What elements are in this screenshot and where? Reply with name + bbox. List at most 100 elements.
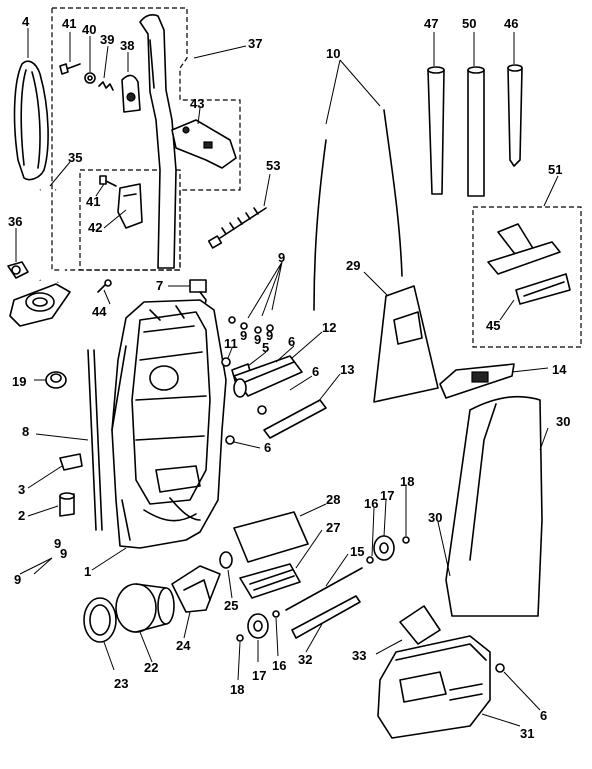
callout-6: 6	[264, 440, 271, 455]
rod-part-32	[291, 595, 361, 639]
callout-6: 6	[312, 364, 319, 379]
washer-part-16-lower	[272, 610, 280, 618]
screw-part-41-top	[59, 63, 81, 75]
callout-15: 15	[350, 544, 364, 559]
roller-part-12	[233, 355, 303, 398]
panel-part-29	[373, 285, 439, 403]
filter-part-33	[399, 605, 441, 645]
callout-25: 25	[224, 598, 238, 613]
clip-part-36	[7, 261, 29, 279]
callout-9: 9	[278, 250, 285, 265]
callout-17: 17	[252, 668, 266, 683]
cap-part-3	[59, 453, 83, 471]
base-part-31	[377, 635, 491, 739]
callout-18: 18	[230, 682, 244, 697]
callout-3: 3	[18, 482, 25, 497]
bolt-part-53	[207, 207, 267, 249]
callout-53: 53	[266, 158, 280, 173]
callout-39: 39	[100, 32, 114, 47]
callout-30: 30	[556, 414, 570, 429]
callout-11: 11	[224, 336, 238, 351]
callout-17: 17	[380, 488, 394, 503]
callout-29: 29	[346, 258, 360, 273]
upholstery-tool-part-51	[487, 223, 561, 275]
brush-part-45	[515, 273, 571, 305]
callout-6: 6	[540, 708, 547, 723]
callout-44: 44	[92, 304, 107, 319]
small-nine-mark: 9	[240, 328, 247, 343]
callout-40: 40	[82, 22, 96, 37]
callout-labels: 4 41 40 39 38 37 47 50 46 10 35 43 53 51…	[8, 14, 570, 741]
clip-part-42	[117, 183, 143, 229]
screw-part-41-lower	[99, 175, 117, 187]
callout-2: 2	[18, 508, 25, 523]
hook-part-43	[171, 119, 237, 169]
hose-part-35	[9, 187, 72, 327]
crevice-tool-part-46	[507, 64, 523, 167]
small-nine-mark: 9	[266, 328, 273, 343]
callout-9: 9	[14, 572, 21, 587]
leader-lines	[15, 28, 559, 727]
callout-37: 37	[248, 36, 262, 51]
callout-14: 14	[552, 362, 567, 377]
callout-13: 13	[340, 362, 354, 377]
rod-part-8	[87, 349, 103, 531]
callout-16: 16	[272, 658, 286, 673]
callout-24: 24	[176, 638, 191, 653]
callout-19: 19	[12, 374, 26, 389]
callout-30: 30	[428, 510, 442, 525]
callout-33: 33	[352, 648, 366, 663]
clip-part-18-lower	[236, 634, 244, 642]
latch-part-38	[121, 74, 141, 113]
callout-31: 31	[520, 726, 534, 741]
callout-36: 36	[8, 214, 22, 229]
spring-part-39	[98, 81, 114, 91]
callout-23: 23	[114, 676, 128, 691]
small-nine-mark: 9	[254, 332, 261, 347]
callout-6: 6	[288, 334, 295, 349]
ring-part-25	[219, 551, 233, 569]
knob-part-2	[59, 492, 75, 517]
screw-part-6-d	[495, 663, 505, 673]
wand-part-50	[467, 66, 485, 197]
callout-38: 38	[120, 38, 134, 53]
ring-part-23	[83, 597, 117, 643]
body-housing-part-1	[111, 299, 227, 549]
axle-part-15	[285, 567, 363, 611]
callout-5: 5	[262, 340, 269, 355]
screw-part-6-b	[225, 435, 235, 445]
callout-8: 8	[22, 424, 29, 439]
small-nine-mark: 9	[54, 536, 61, 551]
rod-part-13	[263, 399, 327, 439]
screw-part-44	[97, 279, 112, 293]
callout-12: 12	[322, 320, 336, 335]
callout-43: 43	[190, 96, 204, 111]
belt-part-4	[13, 60, 49, 181]
wheel-part-17-upper	[373, 535, 395, 561]
clip-part-18-upper	[402, 536, 410, 544]
duct-part-24	[171, 565, 221, 613]
cover-part-19	[45, 371, 67, 389]
callout-10: 10	[326, 46, 340, 61]
callout-32: 32	[298, 652, 312, 667]
wheel-part-17-lower	[247, 613, 269, 639]
callout-45: 45	[486, 318, 500, 333]
callout-18: 18	[400, 474, 414, 489]
screws-part-9-upper	[228, 316, 274, 334]
group-box-51	[472, 206, 582, 348]
screw-part-11	[221, 357, 231, 367]
filter-part-28	[233, 511, 309, 563]
callout-22: 22	[144, 660, 158, 675]
grill-part-27	[239, 563, 301, 599]
callout-41: 41	[86, 194, 100, 209]
washer-part-40	[84, 72, 96, 84]
group-box-42	[79, 169, 181, 271]
bag-cover-part-30	[445, 395, 543, 617]
washer-part-16-upper	[366, 556, 374, 564]
callout-1: 1	[84, 564, 91, 579]
callout-51: 51	[548, 162, 562, 177]
strip-part-10	[313, 109, 403, 311]
small-nine-mark: 9	[60, 546, 67, 561]
handle-part-37	[139, 14, 177, 269]
